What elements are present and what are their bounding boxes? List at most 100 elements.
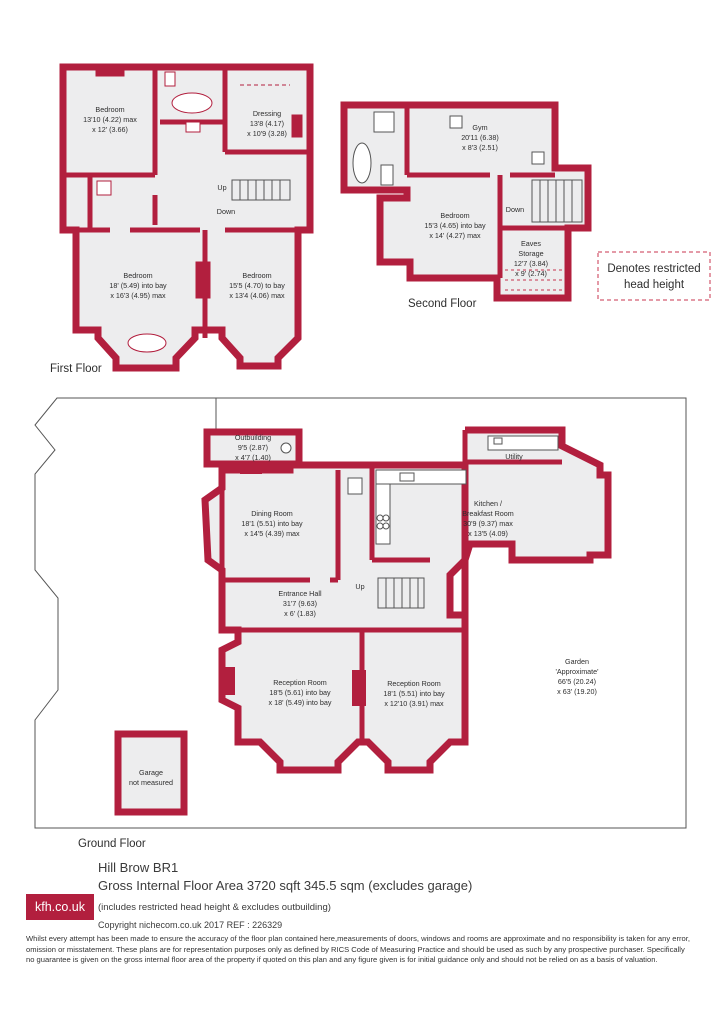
room-size: x 13'4 (4.06) max (229, 291, 285, 300)
room-size: x 14' (4.27) max (429, 231, 481, 240)
ground-floor-internal-walls (219, 430, 562, 742)
basin-icon (380, 164, 394, 186)
room-name-entrance-hall: Entrance Hall (278, 589, 322, 598)
sink-icon (399, 472, 415, 482)
room-size: x 12' (3.66) (92, 125, 128, 134)
kfh-logo: kfh.co.uk (26, 894, 94, 920)
room-name-bedroom: Bedroom (440, 211, 469, 220)
utility-worktop (487, 435, 559, 451)
room-size: x 10'9 (3.28) (247, 129, 287, 138)
room-name-reception: Reception Room (387, 679, 441, 688)
kitchen-worktop (375, 469, 467, 485)
room-name-kitchen: Kitchen / (474, 499, 502, 508)
bathtub-icon (171, 92, 213, 114)
room-size: 13'10 (4.22) max (83, 115, 137, 124)
stairs-icon (377, 577, 425, 609)
room-size: x 16'3 (4.95) max (110, 291, 166, 300)
room-size: x 6' (1.83) (284, 609, 316, 618)
room-size: 15'3 (4.65) into bay (424, 221, 486, 230)
stairs-icon (531, 179, 583, 223)
utility-kitchen-outline (461, 426, 612, 626)
toilet-icon (164, 71, 176, 87)
room-name-gym: Gym (472, 123, 487, 132)
garage (114, 730, 188, 816)
room-size: 13'8 (4.17) (250, 119, 284, 128)
legend-line-2: head height (624, 279, 685, 291)
disclaimer: Whilst every attempt has been made to en… (26, 934, 690, 964)
outbuilding-fitting-icon (280, 442, 292, 454)
stairs-icon (231, 179, 291, 201)
room-size: x 12'10 (3.91) max (384, 699, 444, 708)
stairs-down-label: Down (217, 207, 235, 216)
room-name-dressing: Dressing (253, 109, 281, 118)
ground-floor-outline (201, 461, 469, 774)
room-note: not measured (129, 778, 173, 787)
bathtub-icon (352, 142, 372, 184)
room-size: 31'7 (9.63) (283, 599, 317, 608)
ground-floor-fittings (225, 435, 559, 706)
room-size: x 9' (2.74) (515, 269, 547, 278)
room-name-bedroom: Bedroom (123, 271, 152, 280)
room-size: x 14'5 (4.39) max (244, 529, 300, 538)
room-name-eaves: Eaves (521, 239, 541, 248)
room-name-bedroom: Bedroom (242, 271, 271, 280)
room-size: x 4'7 (1.40) (235, 453, 271, 462)
floor-area: Gross Internal Floor Area 3720 sqft 345.… (98, 878, 473, 893)
stairs-up-label: Up (355, 582, 364, 591)
chimney-breast (195, 261, 211, 299)
room-name-reception: Reception Room (273, 678, 327, 687)
fireplace (240, 468, 262, 474)
stairs-down-label: Down (506, 205, 524, 214)
room-size: x 18' (5.49) into bay (269, 698, 332, 707)
room-name-bedroom: Bedroom (95, 105, 124, 114)
floor-label-ground: Ground Floor (78, 838, 146, 850)
room-size: 18'1 (5.51) into bay (241, 519, 303, 528)
room-size: 66'5 (20.24) (558, 677, 596, 686)
room-name-dining: Dining Room (251, 509, 293, 518)
sink-icon (185, 121, 201, 133)
property-title: Hill Brow BR1 (98, 860, 179, 875)
chimney-breast (352, 670, 366, 706)
first-floor-fittings (95, 70, 303, 353)
room-size: x 8'3 (2.51) (462, 143, 498, 152)
first-floor-outline (59, 63, 314, 372)
window-marker (95, 70, 125, 77)
skylight-icon (449, 115, 463, 129)
second-floor-internal-walls (404, 105, 568, 278)
copyright: Copyright nichecom.co.uk 2017 REF : 2263… (98, 920, 283, 930)
toilet-icon (347, 477, 363, 495)
svg-text:Garden'Approximate'66'5 (20.24: Garden'Approximate'66'5 (20.24)x 63' (19… (555, 657, 599, 696)
hob-icon (376, 514, 384, 522)
room-size: 12'7 (3.84) (514, 259, 548, 268)
room-size: 15'5 (4.70) to bay (229, 281, 285, 290)
room-name-breakfast: Breakfast Room (462, 509, 514, 518)
skylight-icon (531, 151, 545, 165)
room-size: x 63' (19.20) (557, 687, 597, 696)
chimney-breast (225, 667, 235, 695)
shower-icon (373, 111, 395, 133)
room-note: 'Approximate' (555, 667, 599, 676)
room-name-utility: Utility (505, 452, 523, 461)
room-size: 18'5 (5.61) into bay (269, 688, 331, 697)
restricted-height-legend: Denotes restricted head height (597, 251, 711, 301)
first-floor-plan (59, 63, 314, 372)
room-name-storage: Storage (518, 249, 543, 258)
bathtub-icon (127, 333, 167, 353)
kitchen-worktop (375, 483, 391, 545)
